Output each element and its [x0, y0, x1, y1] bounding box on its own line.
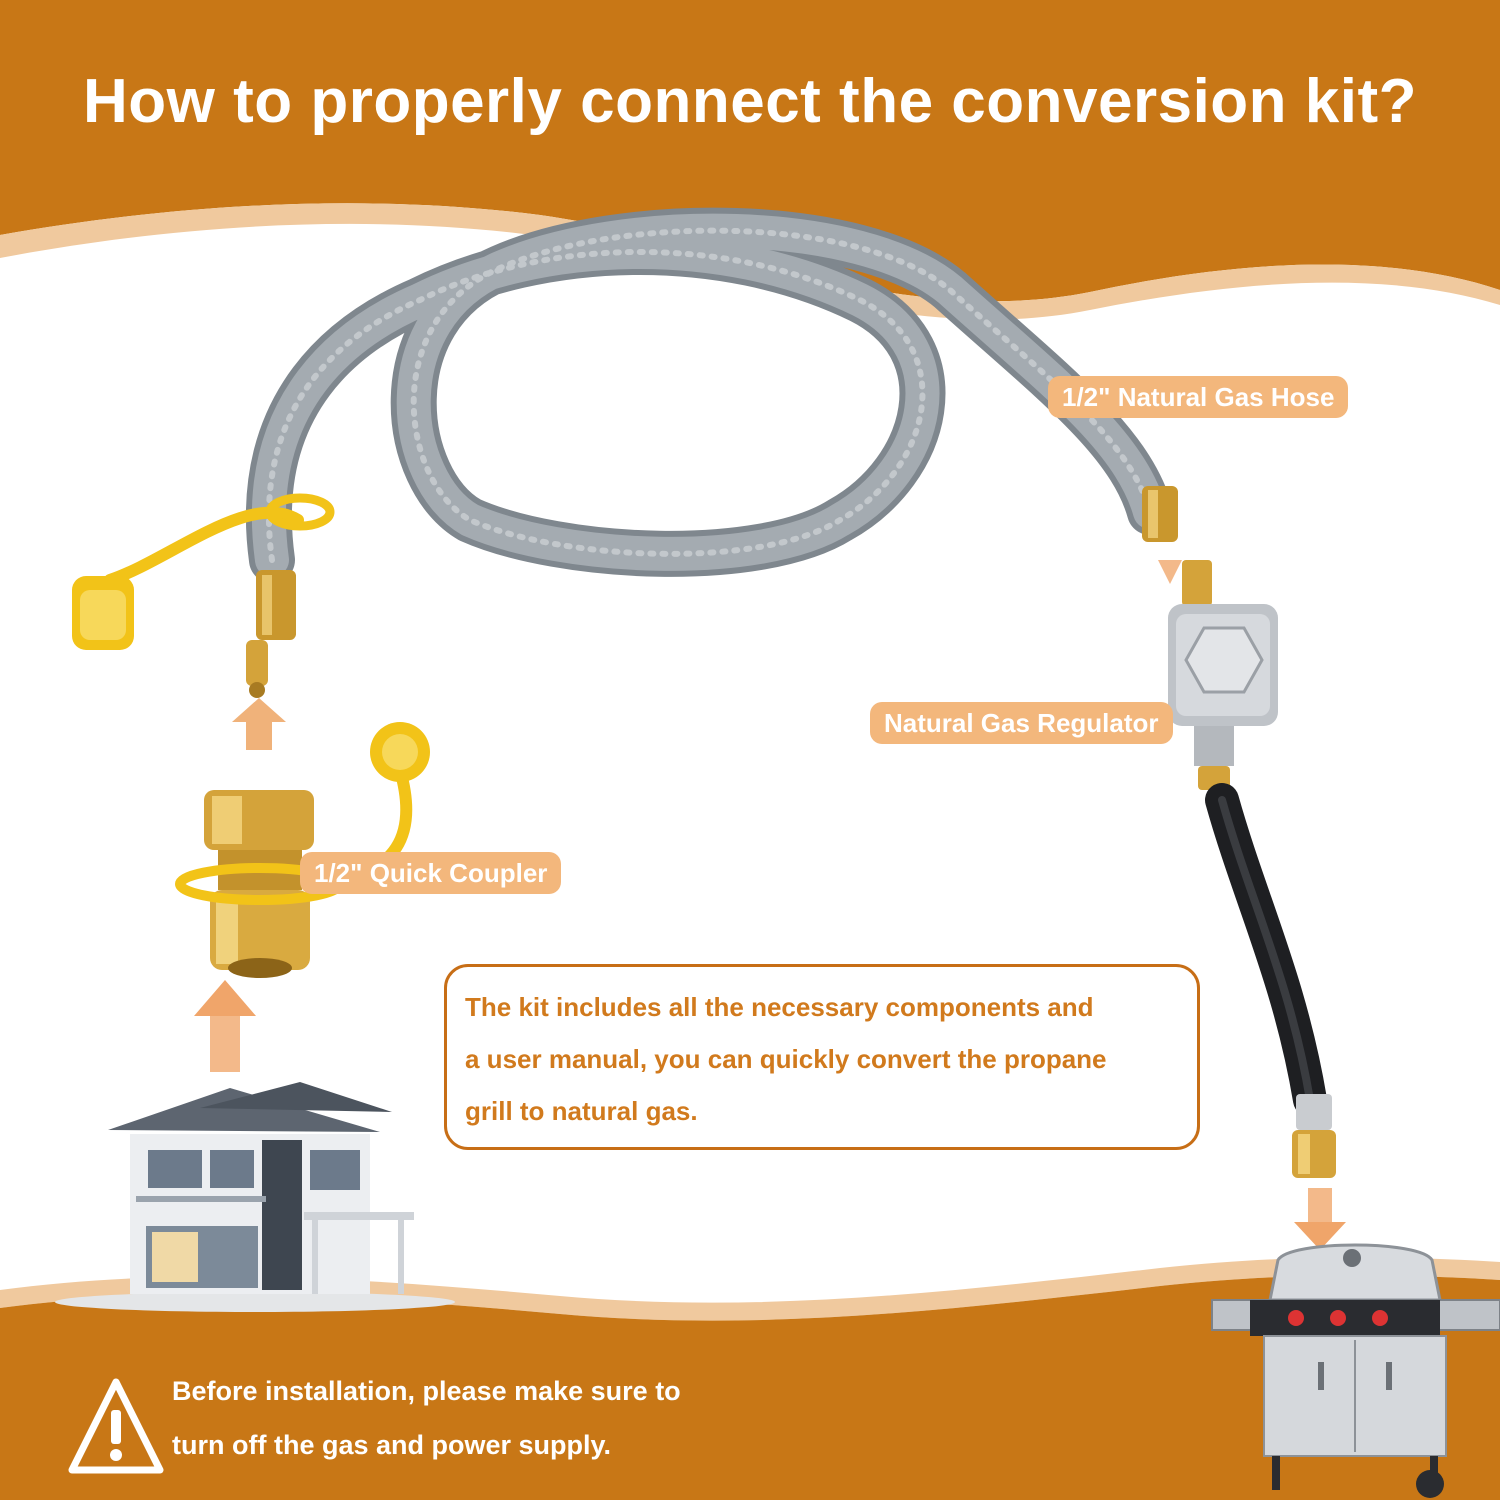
warning-triangle-icon	[68, 1378, 164, 1474]
description-line-2: a user manual, you can quickly convert t…	[465, 1044, 1107, 1074]
arrow-down-to-grill-icon	[1294, 1188, 1346, 1250]
natural-gas-hose	[245, 207, 1173, 583]
footer-band	[0, 1275, 1500, 1500]
warning-line-2: turn off the gas and power supply.	[172, 1430, 612, 1460]
black-grill-hose	[1205, 783, 1327, 1117]
description-box: The kit includes all the necessary compo…	[444, 964, 1200, 1150]
grill-hose-end-fitting	[1292, 1094, 1336, 1178]
description-line-3: grill to natural gas.	[465, 1096, 698, 1126]
label-natural-gas-hose: 1/2" Natural Gas Hose	[1048, 376, 1349, 418]
natural-gas-regulator	[1142, 486, 1278, 790]
grill-icon	[1211, 1243, 1500, 1498]
arrow-up-house-to-coupler-icon	[194, 980, 256, 1072]
warning-line-1: Before installation, please make sure to	[172, 1376, 681, 1406]
house-icon	[55, 1082, 455, 1312]
quick-coupler	[175, 722, 430, 978]
header-wave-light	[0, 203, 1500, 320]
page-title: How to properly connect the conversion k…	[82, 67, 1417, 136]
description-line-1: The kit includes all the necessary compo…	[465, 992, 1094, 1022]
yellow-dust-cap-icon	[72, 493, 335, 650]
label-quick-coupler: 1/2" Quick Coupler	[300, 852, 562, 894]
header-band	[0, 0, 1500, 302]
label-natural-gas-regulator: Natural Gas Regulator	[870, 702, 1173, 744]
footer-wave-light	[0, 1257, 1500, 1321]
brass-plug-fitting	[246, 570, 296, 698]
arrow-up-coupler-to-plug-icon	[232, 698, 286, 750]
